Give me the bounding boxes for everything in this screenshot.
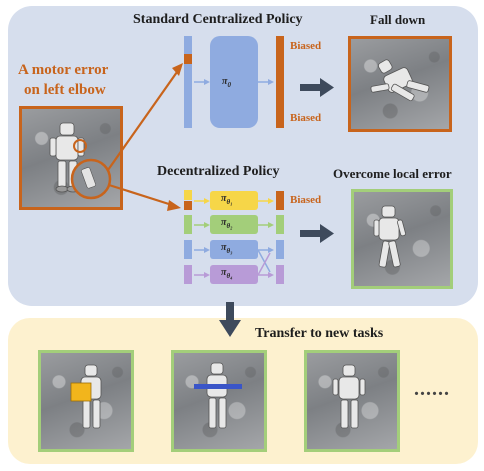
dec-input-yellow bbox=[184, 190, 192, 200]
central-policy-label: π0 bbox=[222, 76, 231, 89]
dec-policy-1-label: πθ₁ bbox=[221, 193, 233, 206]
dec-input-purple bbox=[184, 265, 192, 284]
biased-label-dec: Biased bbox=[290, 194, 322, 206]
dec-policy-2-label: πθ₂ bbox=[221, 217, 233, 230]
overcome-label: Overcome local error bbox=[333, 166, 452, 181]
dec-policy-1 bbox=[210, 191, 258, 210]
decentralized-title: Decentralized Policy bbox=[157, 164, 280, 179]
fall-down-image bbox=[348, 36, 452, 132]
walking-robot-figure bbox=[373, 205, 406, 268]
error-label-line1: A motor error bbox=[18, 62, 109, 78]
down-arrow-icon bbox=[219, 302, 241, 337]
overcome-image bbox=[351, 189, 453, 289]
central-input-error-segment bbox=[184, 54, 192, 64]
bar-object-icon bbox=[194, 384, 242, 389]
centralized-title: Standard Centralized Policy bbox=[133, 12, 303, 27]
dec-output-blue bbox=[276, 240, 284, 259]
transfer-label: Transfer to new tasks bbox=[255, 326, 384, 341]
central-output-bar bbox=[276, 36, 284, 128]
task-image-bar bbox=[171, 350, 267, 452]
dec-policy-4-label: πθ₄ bbox=[221, 267, 233, 280]
dec-input-blue bbox=[184, 240, 192, 259]
biased-label-bottom: Biased bbox=[290, 112, 322, 124]
dec-output-green bbox=[276, 215, 284, 234]
fallen-robot-figure bbox=[370, 59, 430, 102]
dec-policy-2 bbox=[210, 215, 258, 234]
dec-policy-3 bbox=[210, 240, 258, 259]
dec-input-error bbox=[184, 201, 192, 210]
fall-down-label: Fall down bbox=[370, 12, 426, 27]
central-input-bar bbox=[184, 36, 192, 128]
error-label-line2: on left elbow bbox=[24, 82, 106, 98]
task-image-box bbox=[38, 350, 134, 452]
dec-output-error bbox=[276, 191, 284, 210]
right-arrow-icon bbox=[300, 78, 334, 97]
central-policy-box bbox=[210, 36, 258, 128]
more-tasks-ellipsis: ...... bbox=[414, 378, 450, 400]
dec-input-green bbox=[184, 215, 192, 234]
biased-label-top: Biased bbox=[290, 40, 322, 52]
right-arrow-icon bbox=[300, 224, 334, 243]
dec-output-purple bbox=[276, 265, 284, 284]
dec-policy-4 bbox=[210, 265, 258, 284]
dec-policy-3-label: πθ₃ bbox=[221, 242, 233, 255]
box-object-icon bbox=[70, 382, 92, 402]
task-image-walk bbox=[304, 350, 400, 452]
